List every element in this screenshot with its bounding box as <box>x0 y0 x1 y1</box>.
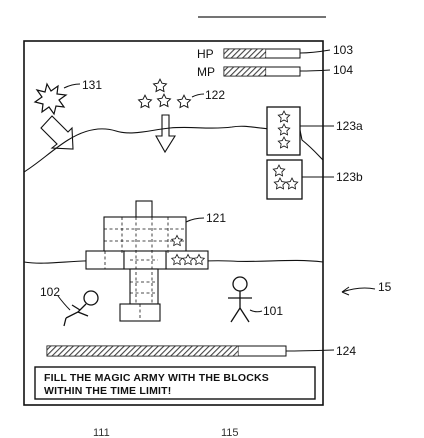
leader-103 <box>299 49 331 54</box>
leader-131 <box>63 83 81 89</box>
starburst-icon <box>33 82 68 116</box>
message-line-2: WITHIN THE TIME LIMIT! <box>44 385 171 397</box>
ref-102: 102 <box>40 285 60 299</box>
fragment-left: 111 <box>93 427 110 438</box>
star-icon <box>277 110 291 123</box>
down-arrow-icon <box>40 115 74 150</box>
star-icon <box>285 177 299 190</box>
message-line-1: FILL THE MAGIC ARMY WITH THE BLOCKS <box>44 372 269 384</box>
ref-124: 124 <box>336 344 356 358</box>
star-icon <box>192 253 206 266</box>
ref-131: 131 <box>82 78 102 92</box>
leader-121 <box>185 217 205 223</box>
leader-122 <box>191 93 205 98</box>
block-123b <box>266 159 303 200</box>
block-123b-stars <box>272 164 299 190</box>
upper-horizon <box>23 125 324 173</box>
star-icon <box>152 78 168 93</box>
fragment-right: 115 <box>221 427 239 438</box>
leader-102 <box>57 295 71 311</box>
mp-label: MP <box>197 65 215 79</box>
star-icon <box>170 253 184 266</box>
star-icon <box>273 177 287 190</box>
mp-gauge <box>223 66 301 77</box>
star-icon <box>156 93 172 108</box>
star-icon <box>170 234 184 247</box>
hp-gauge <box>223 48 301 59</box>
star-icon <box>176 94 192 109</box>
star-icon <box>277 123 291 136</box>
magic-army <box>85 200 209 322</box>
ref-101: 101 <box>263 304 283 318</box>
time-gauge <box>46 345 287 357</box>
down-arrow-icon <box>155 114 176 154</box>
ref-123a: 123a <box>336 119 363 133</box>
magic-army-grid <box>104 217 186 321</box>
ref-15-arrow <box>341 287 376 293</box>
leader-104 <box>299 69 331 72</box>
ref-123b: 123b <box>336 170 363 184</box>
magic-army-stars <box>170 234 206 266</box>
stick-figure-icon <box>63 290 99 327</box>
hp-gauge-fill <box>223 48 267 59</box>
block-123a <box>266 106 301 156</box>
star-icon <box>181 253 195 266</box>
hp-label: HP <box>197 47 214 61</box>
star-group <box>137 78 192 109</box>
ref-121: 121 <box>206 211 226 225</box>
star-icon <box>272 164 286 177</box>
ref-122: 122 <box>205 88 225 102</box>
block-123a-stars <box>277 110 291 149</box>
leader-101 <box>249 309 263 313</box>
screen-frame <box>23 40 324 406</box>
leader-124 <box>285 349 335 352</box>
time-gauge-fill <box>46 345 239 357</box>
message-box <box>34 366 316 400</box>
ref-15: 15 <box>378 280 392 294</box>
ref-104: 104 <box>333 63 353 77</box>
star-icon <box>277 136 291 149</box>
ref-103: 103 <box>333 43 353 57</box>
ref-15-arrowhead <box>341 286 350 296</box>
stick-figure-icon <box>228 276 252 323</box>
star-icon <box>137 94 153 109</box>
mp-gauge-fill <box>223 66 267 77</box>
